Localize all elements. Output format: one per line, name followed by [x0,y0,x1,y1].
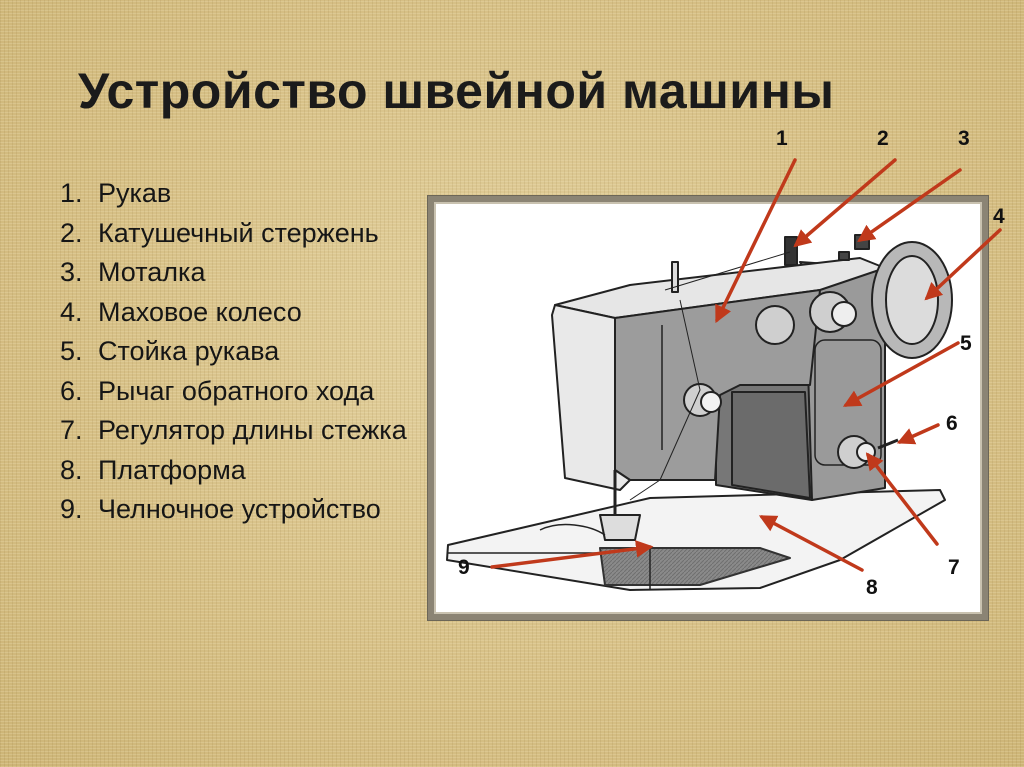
slide-title: Устройство швейной машины [78,63,835,119]
callout-number-1: 1 [776,127,788,150]
legend-item: 7. Регулятор длины стежка [60,415,420,446]
legend-item: 2. Катушечный стержень [60,218,420,249]
legend-number: 5. [60,336,83,366]
legend-number: 7. [60,415,83,445]
callout-number-9: 9 [458,556,470,579]
legend-text: Стойка рукава [98,336,280,366]
callout-number-8: 8 [866,576,878,599]
callout-number-2: 2 [877,127,889,150]
callout-number-3: 3 [958,127,970,150]
legend-text: Челночное устройство [98,494,381,524]
legend-number: 8. [60,454,83,485]
legend-item: 6. Рычаг обратного хода [60,376,420,407]
legend-number: 3. [60,257,83,287]
callout-number-5: 5 [960,332,972,355]
legend-text: Регулятор длины стежка [98,415,407,445]
legend-text: Рычаг обратного хода [98,375,375,406]
legend-number: 6. [60,375,83,406]
parts-legend: 1.Рукав 2.Катушечный стержень 3.Моталка … [60,178,420,534]
legend-number: 9. [60,494,83,524]
callout-number-4: 4 [993,205,1005,228]
legend-text: Платформа [98,454,246,485]
legend-text: Рукав [98,178,172,208]
legend-item: 3. Моталка [60,257,420,288]
legend-number: 2. [60,217,83,248]
callout-number-6: 6 [946,412,958,435]
callout-number-7: 7 [948,556,960,579]
legend-text: Моталка [98,257,206,287]
legend-item: 9. Челночное устройство [60,494,420,525]
legend-item: 5. Стойка рукава [60,336,420,367]
legend-item: 1. Рукав [60,178,420,209]
legend-text: Маховое колесо [98,296,302,327]
legend-number: 4. [60,296,83,327]
legend-item: 4. Маховое колесо [60,297,420,328]
illustration-frame [428,196,988,620]
legend-text: Катушечный стержень [98,217,379,248]
legend-number: 1. [60,178,83,208]
legend-item: 8. Платформа [60,455,420,486]
